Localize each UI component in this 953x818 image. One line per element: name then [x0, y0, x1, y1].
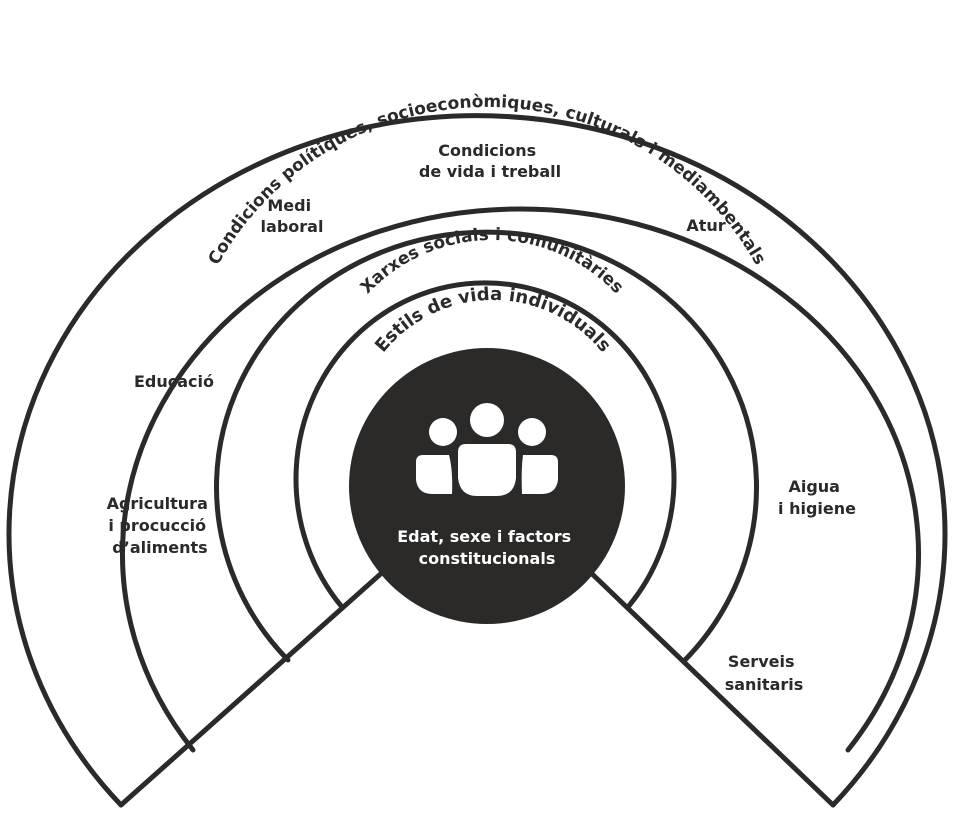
lifestyle-ring-label-path: Estils de vida individuals: [371, 284, 615, 356]
lifestyle-ring-outline: [293, 280, 677, 610]
education-label: Educació: [134, 372, 214, 391]
right-wedge-line: [585, 567, 836, 808]
lifestyle-ring-label: Estils de vida individuals: [371, 284, 615, 356]
outer-ring-outline: [6, 113, 948, 808]
water-hygiene-label: Aigua i higiene: [778, 477, 856, 518]
agriculture-label: Agricultura i procucció d’aliments: [107, 494, 214, 557]
people-group-icon: [416, 403, 558, 496]
health-services-label: Serveis sanitaris: [725, 652, 804, 694]
living-conditions-label: Condicions de vida i treball: [419, 141, 561, 181]
unemployment-label: Atur: [686, 216, 725, 235]
living-conditions-ring-outline: [120, 206, 921, 753]
left-wedge-line: [118, 567, 388, 808]
social-networks-ring-outline: [214, 229, 759, 663]
center-label: Edat, sexe i factors constitucionals: [397, 527, 577, 568]
work-environment-label: Medi laboral: [261, 196, 324, 236]
